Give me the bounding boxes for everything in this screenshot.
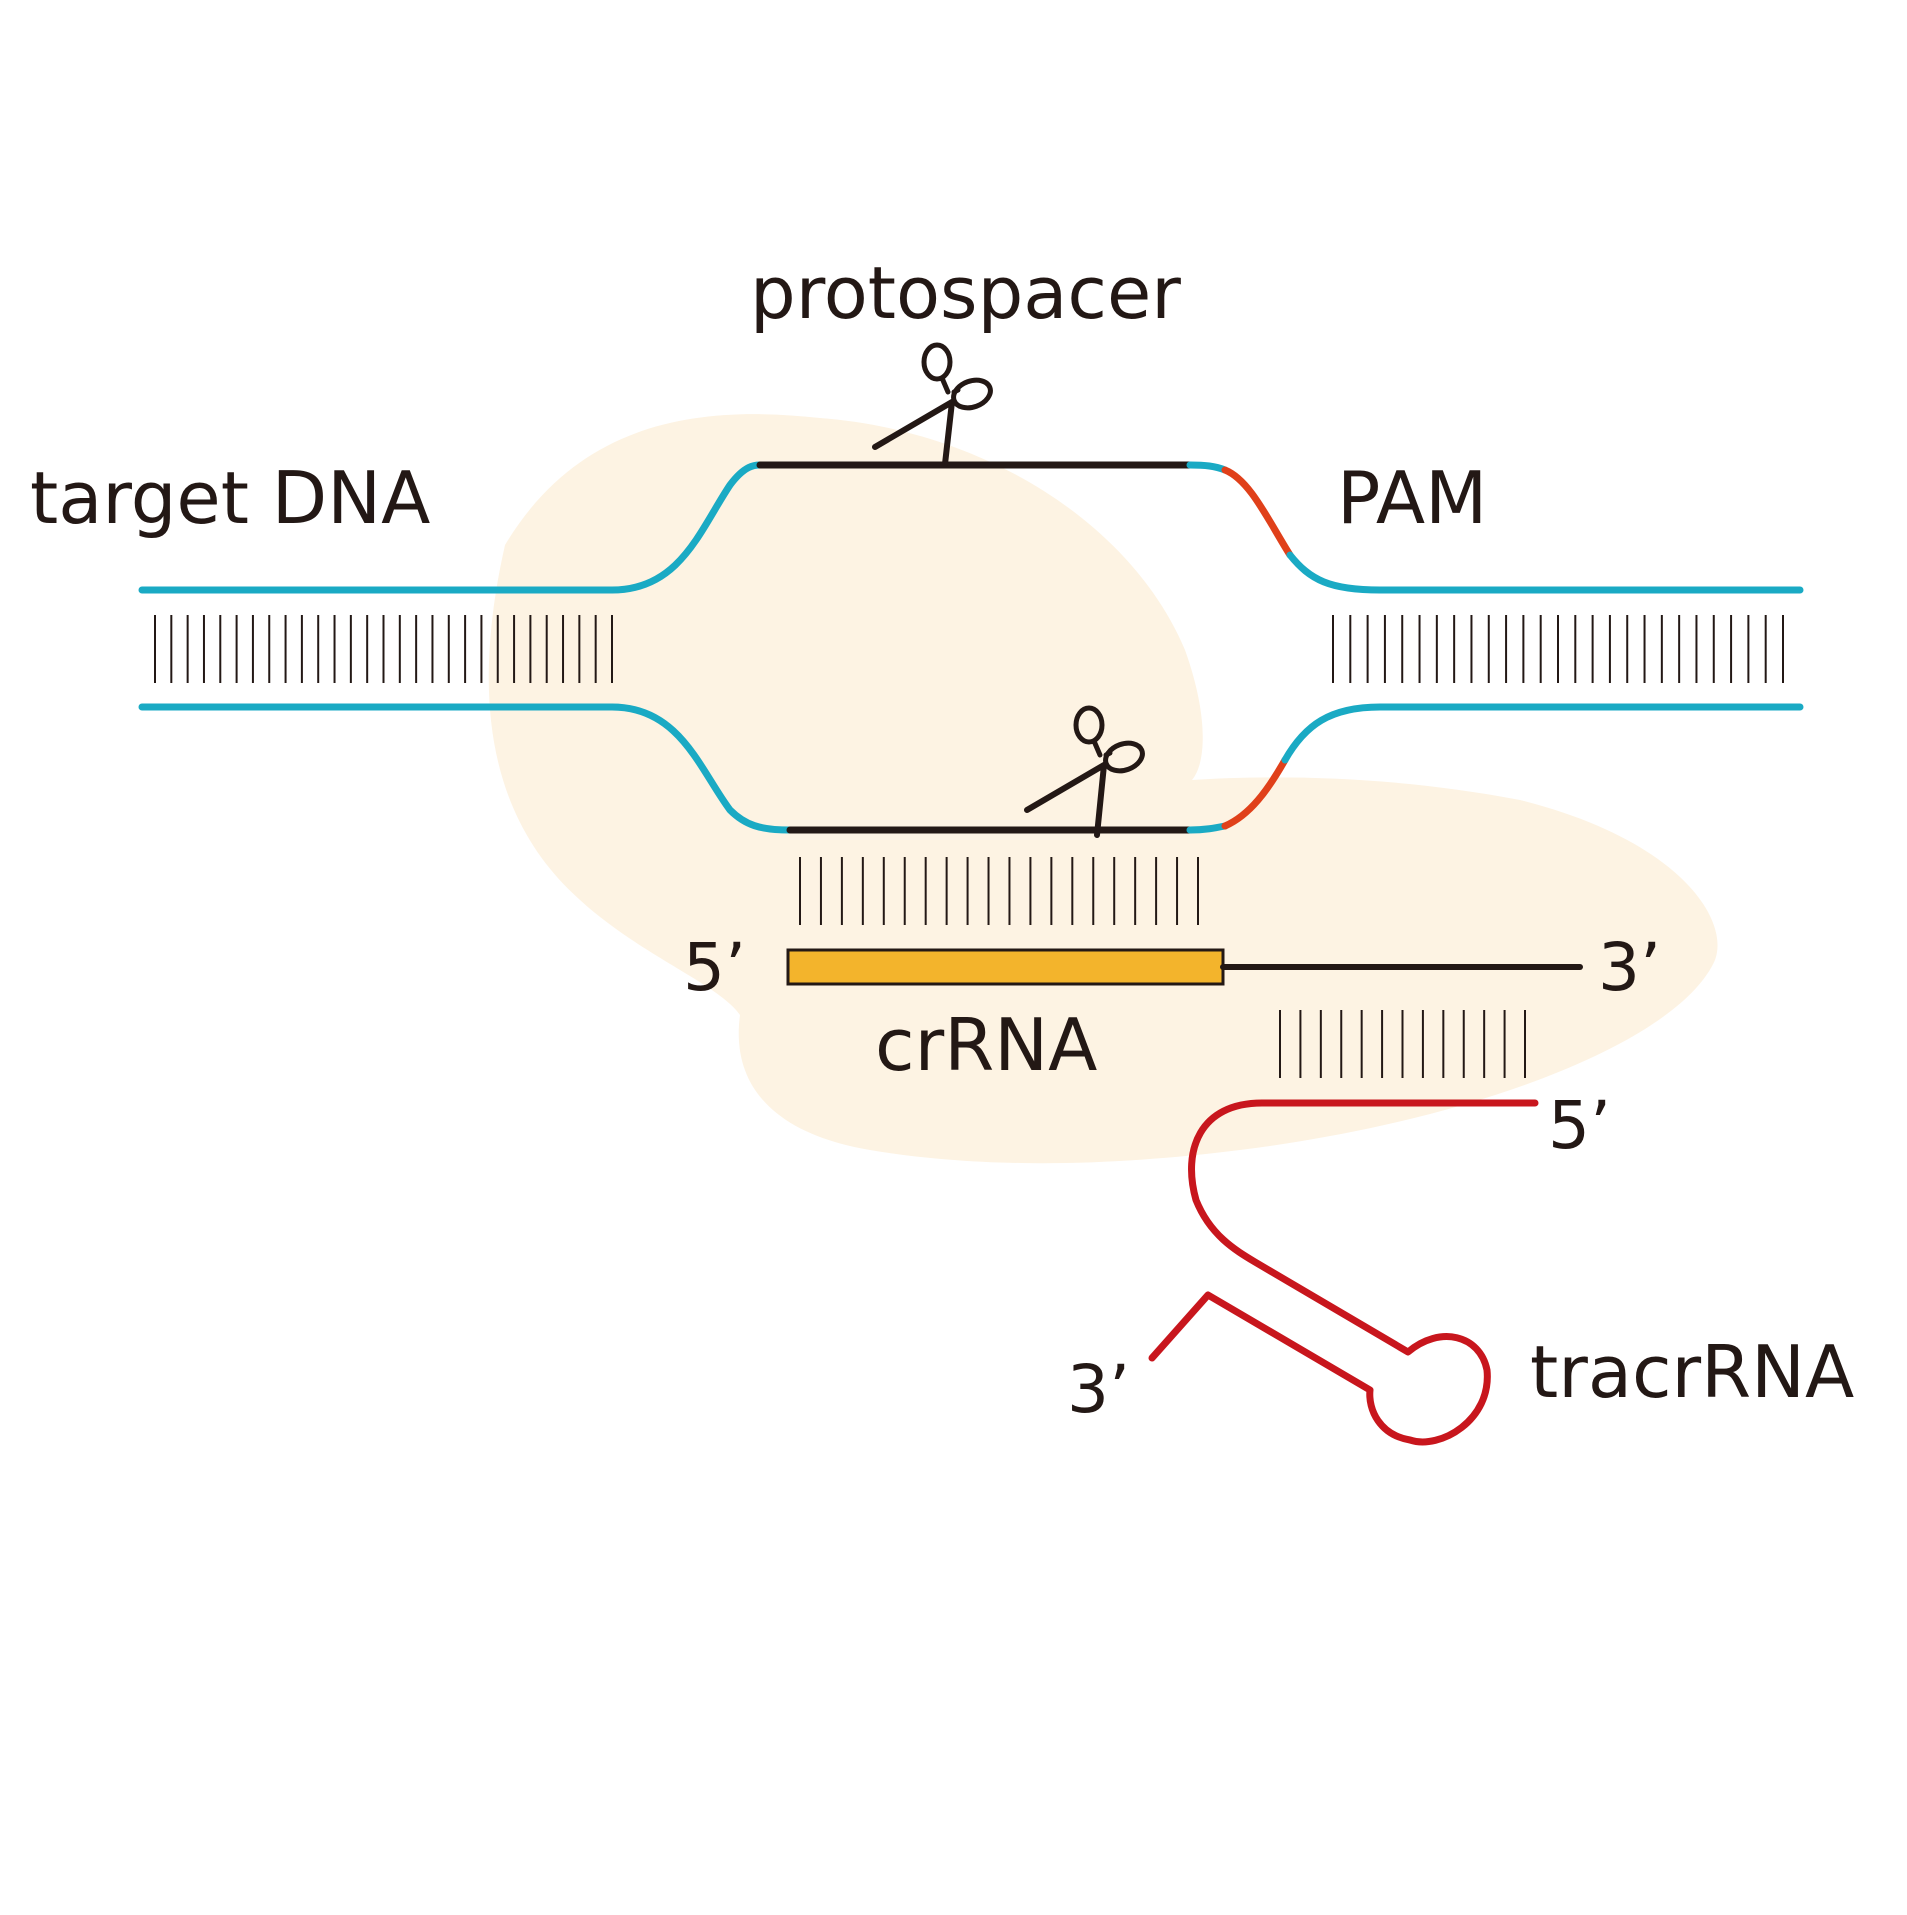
target-dna-label: target DNA: [30, 456, 430, 540]
base-pairs-left-dna: [154, 615, 613, 683]
scissors-icon: [1024, 705, 1145, 838]
tracrrna-label: tracrRNA: [1530, 1330, 1854, 1414]
scissors-icon: [872, 342, 993, 467]
tracrrna-5prime-label: 5’: [1548, 1087, 1611, 1164]
crrna-3prime-label: 3’: [1598, 929, 1661, 1006]
base-pairs-crrna-dna: [799, 857, 1199, 925]
crrna-5prime-label: 5’: [683, 929, 746, 1006]
pam-label: PAM: [1337, 456, 1487, 540]
tracrrna-3prime-label: 3’: [1067, 1351, 1130, 1428]
protospacer-label: protospacer: [750, 251, 1181, 335]
base-pairs-crrna-tracrrna: [1279, 1010, 1526, 1078]
target-dna-bottom-strand: [138, 703, 1804, 834]
crrna-spacer-bar: [786, 948, 1225, 986]
target-dna-top-strand: [138, 461, 1804, 594]
tracrrna-strand: [1148, 1099, 1539, 1446]
crrna-label: crRNA: [875, 1003, 1097, 1087]
base-pairs-right-dna: [1332, 615, 1784, 683]
